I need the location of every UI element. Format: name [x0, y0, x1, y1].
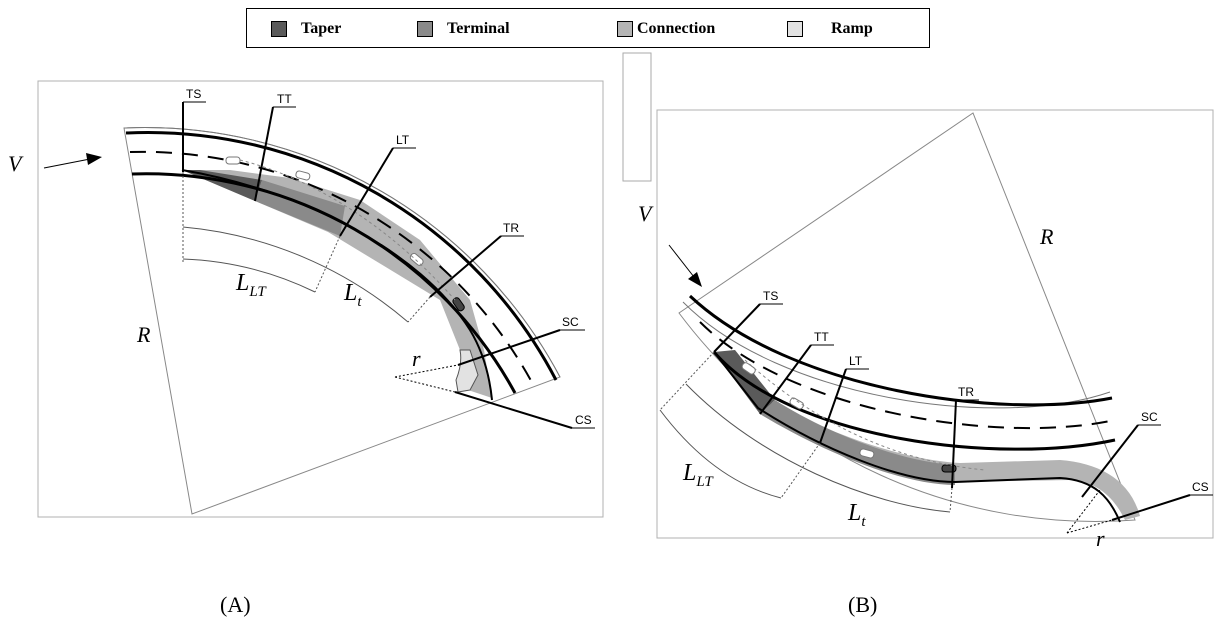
panel-b-label-lt-length: Lt — [847, 500, 866, 530]
panel-a-tr-line — [429, 235, 502, 298]
terminal-swatch — [417, 21, 433, 37]
panel-a-sc-line — [457, 329, 561, 366]
panel-b-label-ramp-radius: r — [1096, 526, 1105, 551]
panel-b-ts-line — [713, 303, 761, 353]
panel-b-label-cs: CS — [1192, 480, 1209, 494]
ramp-swatch — [787, 21, 803, 37]
panel-a-label-llt: LLT — [235, 270, 267, 300]
panel-b-label-sc: SC — [1141, 410, 1158, 424]
panel-b-label-lt: LT — [849, 354, 863, 368]
panel-a-centerline — [129, 150, 536, 389]
panel-a-shoulder — [123, 127, 561, 378]
panel-b-ramp-edge — [713, 351, 1121, 523]
panel-a-speed-arrow-shaft — [43, 158, 91, 169]
taper-swatch — [271, 21, 287, 37]
panel-b: TS TT LT TR SC CS LLT Lt R r V — [638, 109, 1214, 551]
legend-label-connection: Connection — [637, 20, 716, 37]
panel-b-label-tr: TR — [958, 385, 974, 399]
panel-a-vehicle-3 — [409, 252, 424, 266]
panel-a-label-sc: SC — [562, 315, 579, 329]
panel-a-lt-line — [339, 147, 394, 237]
panel-a-vehicle-4 — [452, 297, 465, 312]
panel-b-centerline — [699, 321, 1116, 430]
panel-b-road-edge-inner — [712, 351, 1116, 451]
panel-b-tt-line — [759, 344, 812, 415]
panel-a-vehicle-1 — [225, 156, 241, 165]
panel-a-tr-extension — [407, 296, 431, 323]
legend-item-terminal: Terminal — [417, 19, 510, 39]
panel-b-tr-extension — [949, 487, 953, 513]
panel-a: TS TT LT TR SC CS LLT Lt R r V — [8, 80, 604, 518]
panel-a-label-speed: V — [8, 151, 24, 176]
panel-a-ramp-radius-1 — [394, 364, 459, 378]
connection-swatch — [617, 21, 633, 37]
panel-a-label-lt-length: Lt — [343, 280, 362, 310]
legend-item-connection: Connection — [617, 19, 715, 39]
panel-b-caption: (B) — [848, 592, 878, 617]
panel-a-label-ts: TS — [186, 87, 201, 101]
panel-a-cs-line — [454, 391, 573, 429]
panel-a-dim-llt-arc — [182, 258, 316, 293]
panel-b-ts-extension — [659, 351, 715, 411]
panel-a-speed-arrowhead — [86, 153, 102, 165]
panel-b-ramp-radius-2 — [1066, 489, 1101, 534]
panel-separator-box — [622, 52, 652, 182]
panel-a-dim-lt-arc — [182, 226, 409, 323]
panel-b-vehicle-3 — [859, 448, 875, 459]
panel-b-speed-arrowhead — [688, 272, 702, 287]
panel-a-label-ramp-radius: r — [412, 346, 421, 371]
panel-a-caption: (A) — [220, 592, 251, 617]
panel-b-label-radius: R — [1039, 224, 1054, 249]
panel-a-ramp-edge — [181, 169, 493, 401]
legend-item-taper: Taper — [271, 19, 341, 39]
panel-a-label-lt: LT — [396, 133, 410, 147]
panel-b-lt-line — [819, 368, 847, 444]
panel-b-vehicle-path — [744, 359, 986, 471]
legend-label-ramp: Ramp — [831, 20, 873, 37]
panel-b-tr-line — [951, 399, 957, 489]
panel-a-vehicle-2 — [295, 170, 311, 181]
panel-a-tt-line — [254, 106, 274, 202]
legend-label-terminal: Terminal — [447, 20, 510, 37]
panel-b-lt-extension — [780, 442, 821, 499]
panel-a-label-tt: TT — [277, 92, 292, 106]
legend-item-ramp: Ramp — [787, 19, 873, 39]
panel-b-terminal-area — [760, 400, 955, 485]
panel-b-label-tt: TT — [814, 330, 829, 344]
panel-b-dim-llt-arc — [659, 409, 782, 499]
panel-b-connection-area — [714, 352, 1140, 520]
panel-b-sc-line — [1081, 424, 1139, 498]
panel-b-label-speed: V — [638, 201, 654, 226]
panel-b-dim-lt-arc — [685, 383, 951, 513]
panel-b-speed-arrow-shaft — [668, 244, 695, 278]
panel-b-vehicle-2 — [789, 397, 804, 410]
panel-a-label-radius: R — [136, 322, 151, 347]
panel-a-vehicle-path — [239, 159, 456, 301]
panel-b-label-ts: TS — [763, 289, 778, 303]
panel-a-label-cs: CS — [575, 413, 592, 427]
panel-a-label-tr: TR — [503, 221, 519, 235]
panel-b-cs-line — [1111, 494, 1191, 521]
legend-label-taper: Taper — [301, 20, 342, 37]
panel-b-label-llt: LLT — [682, 460, 714, 490]
panel-a-road-edge-outer — [125, 130, 558, 381]
legend: Taper Terminal Connection Ramp — [246, 8, 930, 48]
panel-b-road-edge-outer — [688, 294, 1113, 407]
